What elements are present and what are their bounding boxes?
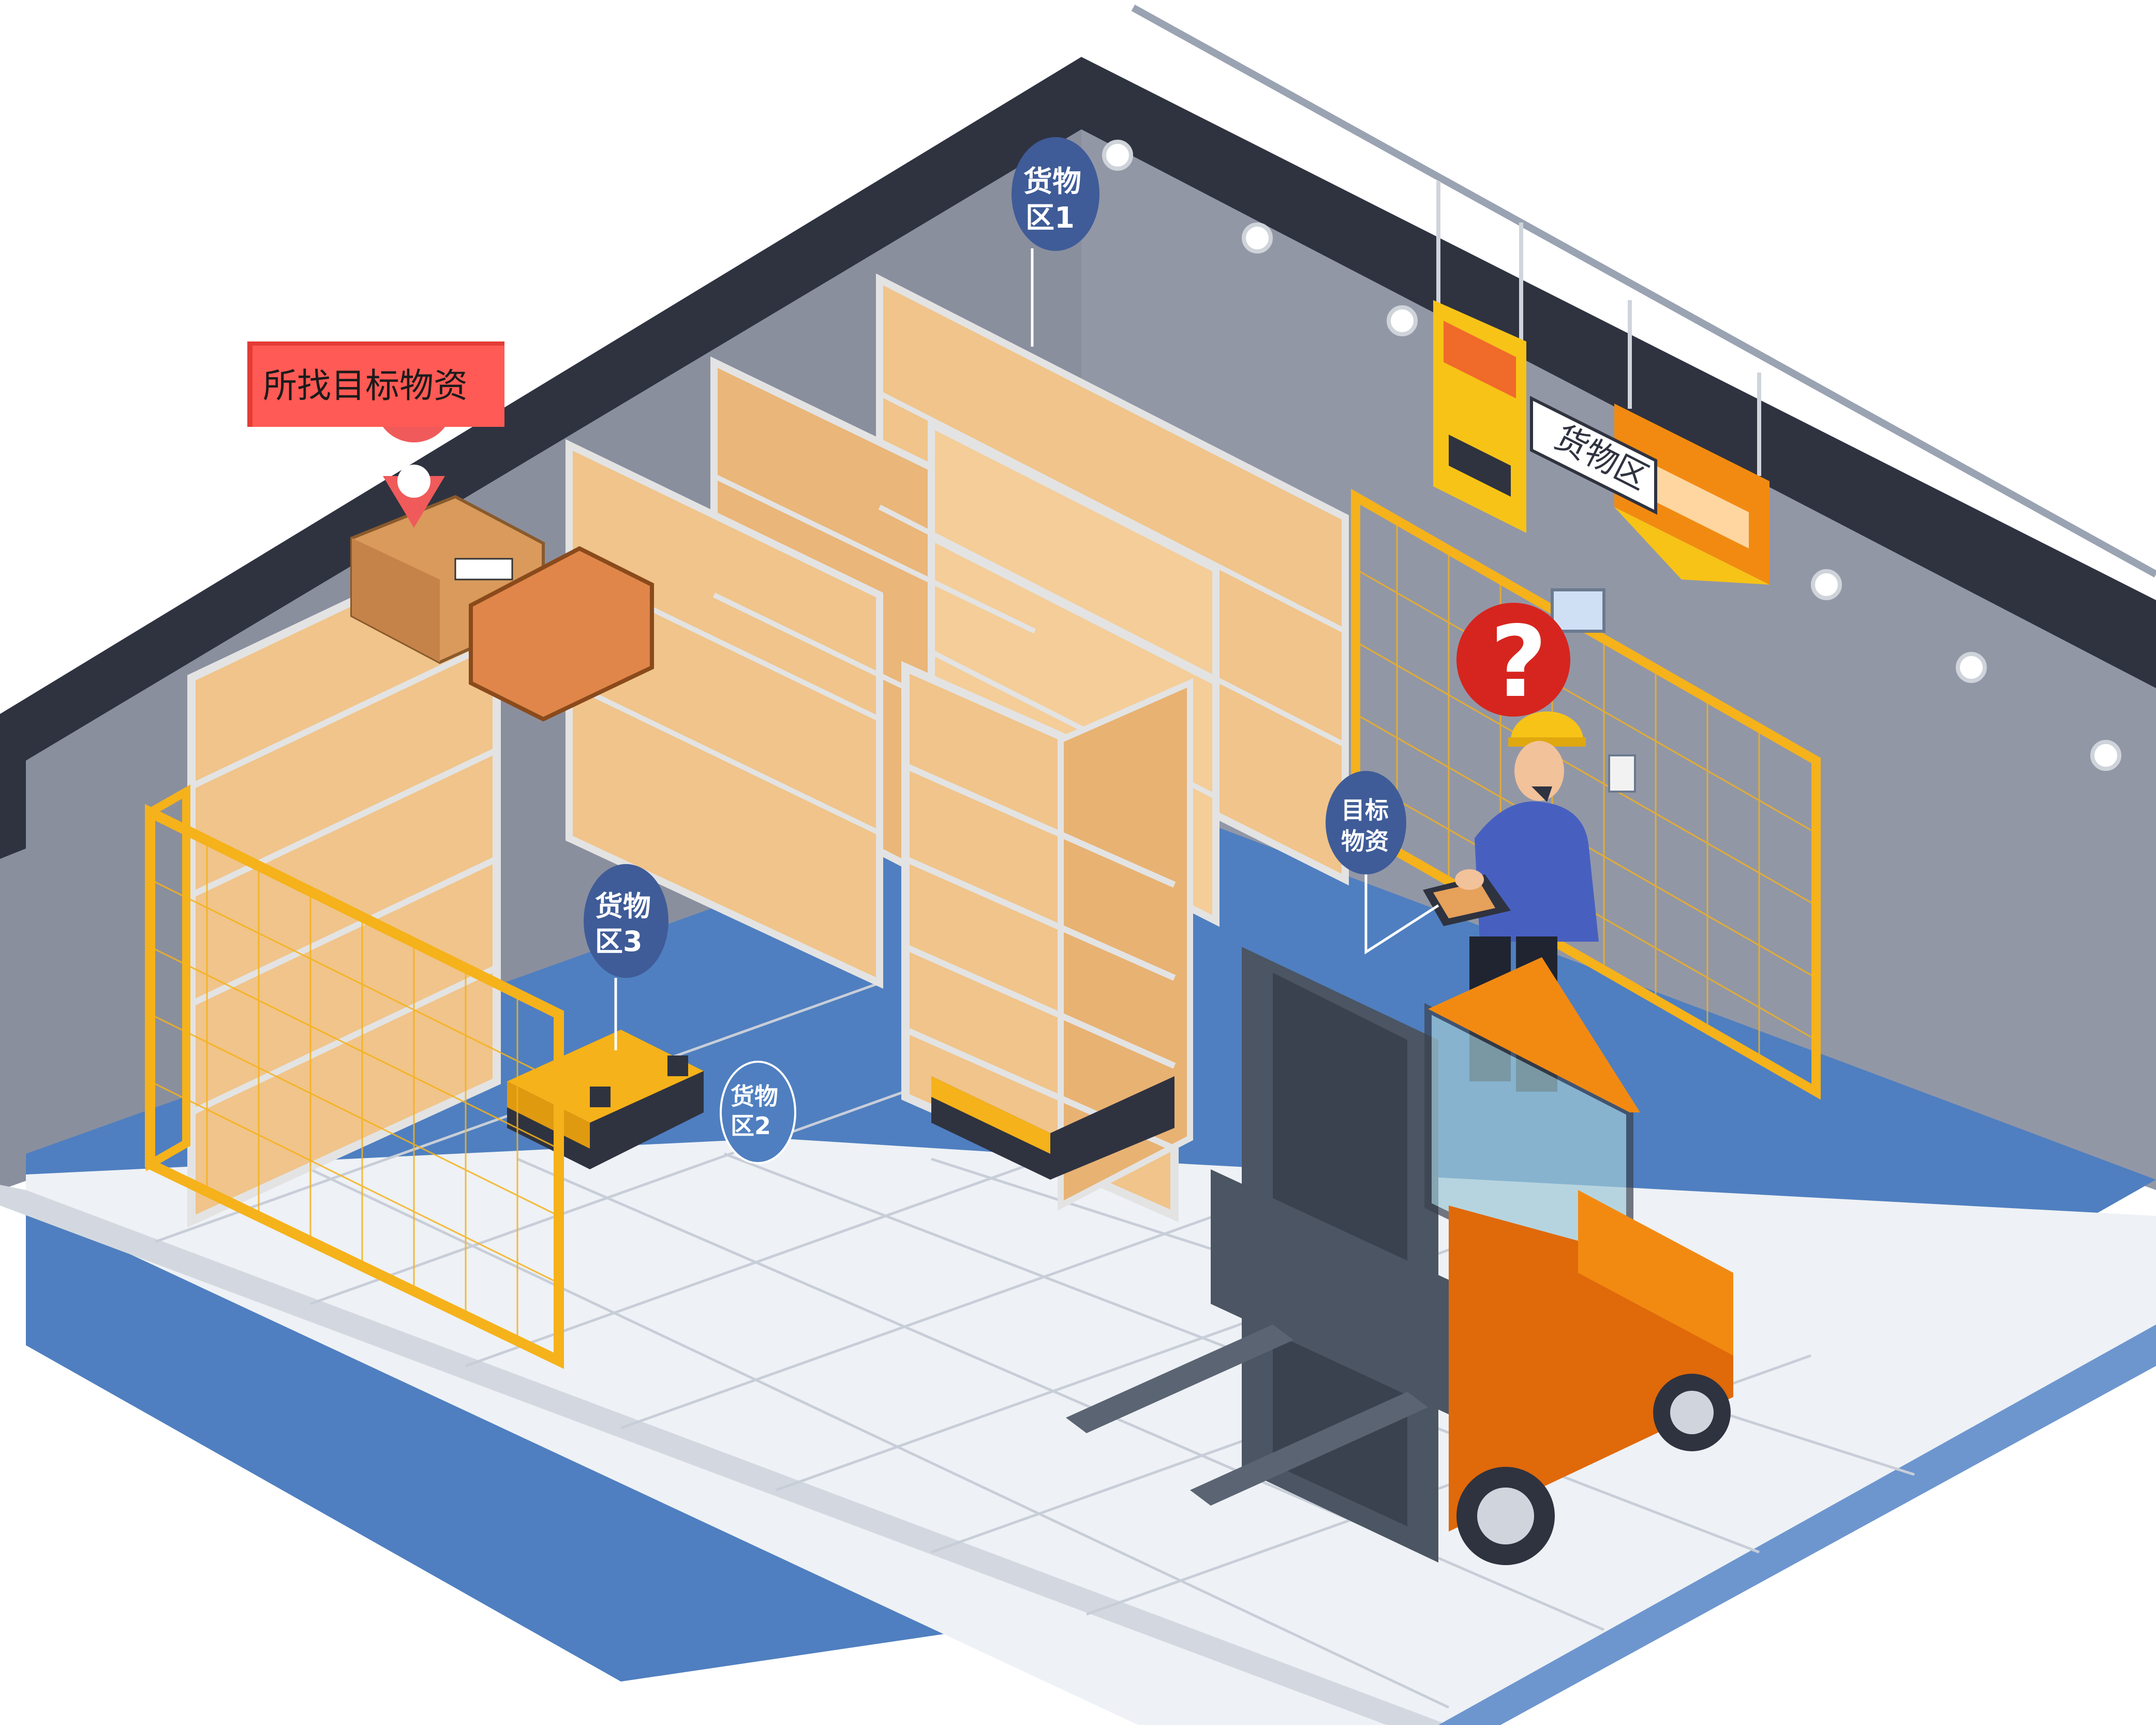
target-tag-text: 所找目标物资 [263, 366, 468, 406]
wall-panel [1551, 588, 1605, 633]
shelf-front [901, 661, 1193, 1223]
zone1-label-line1: 货物 [1023, 165, 1081, 199]
hanging-sign-yellow [1433, 181, 1526, 533]
zone3-label-line1: 货物 [595, 890, 651, 923]
target-bubble: 目标 物资 [1326, 771, 1406, 874]
floor-edge [0, 1185, 1449, 1725]
zone3-label-line2: 区3 [595, 925, 643, 958]
wall-socket [1608, 754, 1636, 793]
floor-edge-right [1438, 1325, 2156, 1725]
ceiling-border-right [1081, 57, 2156, 688]
zone3-bubble: 货物 区3 [584, 864, 668, 978]
ceiling-rail [1131, 4, 2156, 578]
fence-right [1351, 488, 1821, 1100]
question-mark-icon: ? [1456, 603, 1570, 719]
forklift [1066, 947, 1733, 1565]
target-bubble-line2: 物资 [1341, 827, 1389, 855]
callout-lines [614, 248, 1439, 1050]
zone2-bubble: 货物 区2 [720, 1061, 796, 1164]
target-tag: 所找目标物资 [247, 341, 504, 427]
ceiling-border-left [0, 57, 1081, 859]
zone1-label-line2: 区1 [1025, 201, 1075, 235]
target-crates [350, 495, 654, 722]
question-mark-text: ? [1490, 605, 1547, 719]
zone2-label-line1: 货物 [731, 1082, 778, 1110]
fence-left [145, 784, 564, 1369]
zone1-bubble: 货物 区1 [1012, 137, 1099, 251]
ceiling-lights [1102, 140, 2121, 771]
zone2-label-line2: 区2 [731, 1112, 771, 1140]
hanging-sign-orange [1614, 300, 1770, 585]
room-back-wall-right [1081, 57, 2156, 1190]
target-bubble-line1: 目标 [1341, 796, 1389, 824]
